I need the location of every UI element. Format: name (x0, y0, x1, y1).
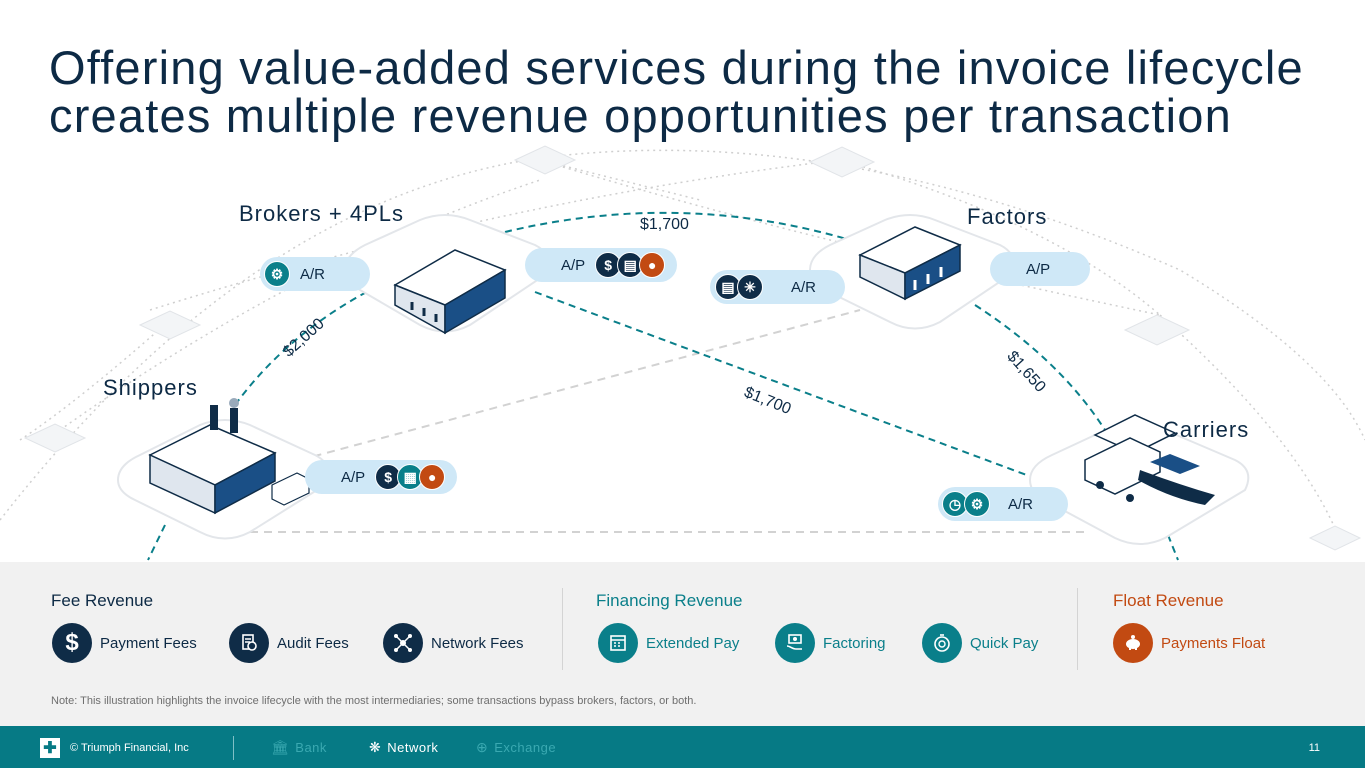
financing-revenue-title: Financing Revenue (596, 591, 743, 610)
brokers-ap-label: A/P (561, 256, 586, 274)
shippers-ap-label: A/P (341, 468, 366, 486)
factoring-icon: ⚙ (964, 491, 990, 517)
dollar-icon: $ (375, 464, 402, 490)
factors-ap-pill: A/P (990, 252, 1090, 286)
factors-ap-label: A/P (1026, 260, 1051, 278)
footer-nav-bank[interactable]: 🏛 Bank (271, 739, 327, 756)
invoice-lifecycle-diagram: Brokers + 4PLs Factors Shippers Carriers… (0, 140, 1365, 562)
audit-icon: ▤ (617, 252, 644, 278)
factoring-icon (775, 623, 815, 663)
exchange-icon: ⊕ (476, 739, 489, 755)
legend-item-label: Network Fees (431, 634, 524, 652)
legend-item-quick-pay: Quick Pay (922, 623, 1038, 663)
legend-item-factoring: Factoring (775, 623, 886, 663)
piggy-bank-icon: ● (419, 464, 446, 490)
brokers-building-icon (393, 249, 507, 335)
network-background (0, 145, 1365, 561)
legend-item-payments-float: Payments Float (1113, 623, 1265, 663)
factors-building-icon (858, 226, 962, 301)
page-number: 11 (1308, 742, 1320, 754)
carriers-ar-label: A/R (1008, 495, 1034, 513)
audit-icon: ▤ (715, 274, 741, 300)
bank-icon: 🏛 (271, 739, 290, 755)
legend-item-network-fees: Network Fees (383, 623, 524, 663)
legend-item-audit-fees: Audit Fees (229, 623, 349, 663)
legend-divider (1077, 588, 1078, 670)
network-icon (383, 623, 423, 663)
footer-bar: ✚ © Triumph Financial, Inc 🏛 Bank ❋ Netw… (0, 726, 1365, 768)
flow-amount-brokers-factors: $1,700 (640, 216, 689, 233)
carriers-vehicles-icon (1084, 414, 1215, 505)
dollar-icon: $ (595, 252, 622, 278)
brokers-label: Brokers + 4PLs (239, 201, 405, 226)
legend-item-label: Extended Pay (646, 634, 740, 652)
legend-divider (562, 588, 563, 670)
legend-item-extended-pay: Extended Pay (598, 623, 739, 663)
network-icon: ❋ (369, 739, 382, 755)
legend-item-label: Factoring (823, 634, 886, 652)
footer-nav-exchange[interactable]: ⊕ Exchange (476, 739, 556, 756)
factors-ar-pill: ▤ ✳ A/R (710, 270, 845, 304)
slide-title: Offering value-added services during the… (49, 44, 1339, 140)
footer-nav-label: Exchange (494, 740, 557, 755)
triumph-logo-icon: ✚ (40, 738, 60, 758)
legend-item-payment-fees: $ Payment Fees (52, 623, 197, 663)
brokers-ap-pill: A/P $ ▤ ● (525, 248, 677, 282)
carriers-label: Carriers (1163, 417, 1250, 442)
audit-icon (229, 623, 269, 663)
quick-pay-icon: ◷ (942, 491, 968, 517)
piggy-bank-icon: ● (639, 252, 666, 278)
legend-item-label: Audit Fees (277, 634, 349, 652)
footnote: Note: This illustration highlights the i… (51, 695, 697, 707)
factors-label: Factors (967, 204, 1048, 229)
legend-item-label: Payment Fees (100, 634, 197, 652)
legend-item-label: Payments Float (1161, 634, 1266, 652)
fee-revenue-title: Fee Revenue (51, 591, 154, 610)
network-icon: ✳ (737, 274, 763, 300)
footer-nav-label: Bank (295, 740, 327, 755)
extended-pay-icon (598, 623, 638, 663)
quick-pay-icon (922, 623, 962, 663)
brokers-ar-pill: ⚙ A/R (260, 257, 370, 291)
shippers-factory-icon (148, 398, 310, 515)
footer-divider (233, 736, 234, 760)
revenue-legend: Fee Revenue Financing Revenue Float Reve… (0, 562, 1365, 726)
float-revenue-title: Float Revenue (1113, 591, 1224, 610)
footer-nav-network[interactable]: ❋ Network (369, 739, 438, 756)
factors-ar-label: A/R (791, 278, 817, 296)
factoring-icon: ⚙ (264, 261, 290, 287)
footer-nav-label: Network (387, 740, 439, 755)
piggy-bank-icon (1113, 623, 1153, 663)
brokers-ar-label: A/R (300, 265, 326, 283)
title-line-1: Offering value-added services during the… (49, 41, 1304, 94)
title-line-2: creates multiple revenue opportunities p… (49, 89, 1232, 142)
carriers-ar-pill: ◷ ⚙ A/R (938, 487, 1068, 521)
copyright-text: © Triumph Financial, Inc (70, 742, 189, 754)
legend-item-label: Quick Pay (970, 634, 1039, 652)
dollar-icon: $ (52, 623, 92, 663)
shippers-label: Shippers (103, 375, 198, 400)
shippers-ap-pill: A/P $ ▦ ● (305, 460, 457, 494)
